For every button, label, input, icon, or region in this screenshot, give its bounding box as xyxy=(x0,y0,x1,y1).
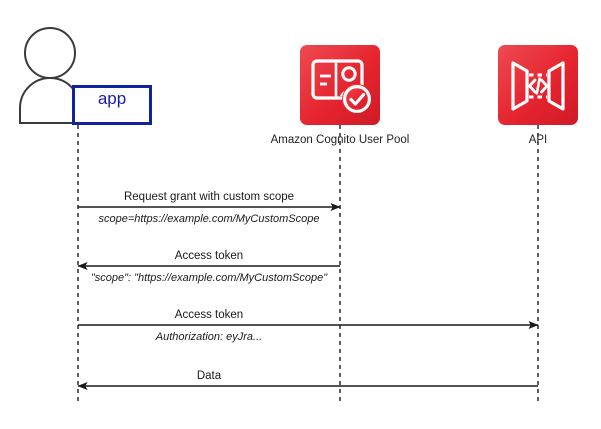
message-3-title: Access token xyxy=(174,309,244,321)
message-2-title: Access token xyxy=(174,250,244,262)
api-gateway-icon xyxy=(498,45,578,125)
message-1-subtitle: scope=https://example.com/MyCustomScope xyxy=(98,213,320,225)
message-1-title: Request grant with custom scope xyxy=(123,191,295,203)
participant-label-api: API xyxy=(528,134,548,146)
message-4-title: Data xyxy=(196,370,222,382)
message-3-subtitle: Authorization: eyJra... xyxy=(155,331,263,343)
amazon-cognito-user-pool-icon xyxy=(300,45,380,125)
participant-box-app[interactable]: app xyxy=(72,85,152,125)
participant-label-cognito: Amazon Cognito User Pool xyxy=(270,134,410,146)
user-actor-icon xyxy=(19,27,81,124)
participant-label-app: app xyxy=(97,89,127,108)
message-2-subtitle: "scope": "https://example.com/MyCustomSc… xyxy=(90,272,328,284)
